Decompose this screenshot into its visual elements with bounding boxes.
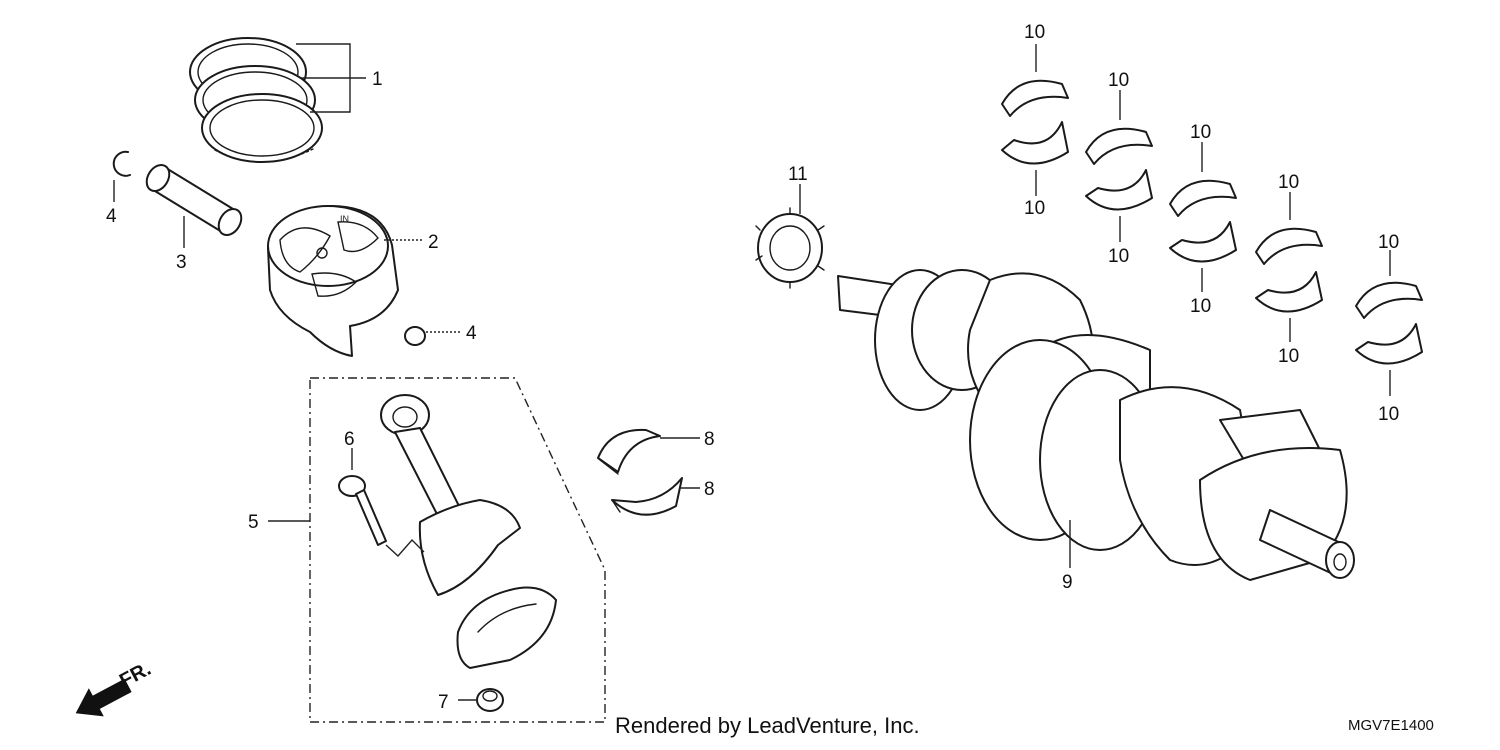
- main-bearing-set-5: [1355, 281, 1423, 365]
- rod-bearings: [597, 428, 683, 516]
- leader-1: [296, 43, 366, 113]
- credit-text: Rendered by LeadVenture, Inc.: [615, 713, 920, 738]
- bolt-to-rod-link: [385, 538, 425, 558]
- callout-10-2: 10: [1024, 198, 1045, 219]
- callout-8b: 8: [704, 479, 715, 500]
- callout-1: 1: [372, 69, 383, 90]
- svg-text:IN: IN: [340, 214, 349, 224]
- callout-11: 11: [788, 164, 808, 185]
- connecting-rod: [380, 394, 521, 596]
- piston-rings: [189, 37, 323, 163]
- callout-10-6: 10: [1190, 296, 1211, 317]
- rod-nut: [476, 688, 504, 712]
- rod-bolt: [338, 475, 387, 546]
- callout-10-5: 10: [1190, 122, 1211, 143]
- callout-10-3: 10: [1108, 70, 1129, 91]
- piston-pin: [145, 163, 243, 237]
- callout-10-8: 10: [1278, 346, 1299, 367]
- rod-cap: [456, 586, 557, 669]
- callout-2: 2: [428, 232, 439, 253]
- callout-4a: 4: [106, 206, 117, 227]
- callout-10-9: 10: [1378, 232, 1399, 253]
- main-bearing-set-4: [1255, 227, 1323, 313]
- callout-6: 6: [344, 429, 355, 450]
- callout-10-7: 10: [1278, 172, 1299, 193]
- circlip-lower: [404, 326, 426, 346]
- main-bearing-set-3: [1169, 179, 1237, 263]
- callout-10-10: 10: [1378, 404, 1399, 425]
- callout-9: 9: [1062, 572, 1073, 593]
- crankshaft: [837, 269, 1355, 581]
- piston: IN: [267, 205, 399, 357]
- diagram-code: MGV7E1400: [1348, 717, 1434, 734]
- callout-8a: 8: [704, 429, 715, 450]
- callout-10-4: 10: [1108, 246, 1129, 267]
- crank-gear: [755, 207, 825, 289]
- callout-5: 5: [248, 512, 259, 533]
- callout-4b: 4: [466, 323, 477, 344]
- callout-10-1: 10: [1024, 22, 1045, 43]
- circlip-upper: [112, 150, 131, 177]
- main-bearing-set-2: [1085, 127, 1153, 211]
- main-bearing-set-1: [1001, 79, 1069, 165]
- callout-7: 7: [438, 692, 449, 713]
- front-arrow-icon: [75, 678, 132, 717]
- callout-3: 3: [176, 252, 187, 273]
